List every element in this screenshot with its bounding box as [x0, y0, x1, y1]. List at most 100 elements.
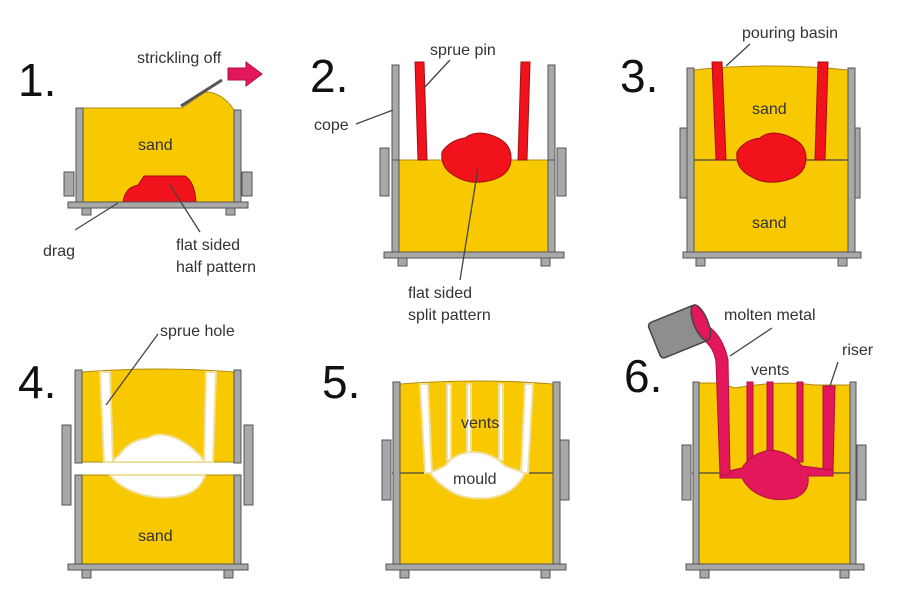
label-pouring-basin: pouring basin	[742, 25, 838, 42]
label-sprue-pin: sprue pin	[430, 42, 496, 59]
strickle-bar	[180, 78, 223, 108]
leader-line	[423, 59, 451, 89]
split-pattern	[441, 132, 512, 183]
clamp-right	[556, 147, 567, 197]
step-number: 6.	[624, 350, 662, 402]
base-plate	[383, 251, 565, 259]
leader-line	[355, 109, 394, 125]
arrow-right-icon	[227, 61, 263, 87]
sprue-pin-left	[711, 61, 727, 161]
label-sand: sand	[138, 137, 173, 154]
foot	[223, 569, 234, 579]
step-2: 2. sprue pin cope flat sided split patte…	[310, 42, 567, 324]
drag-wall-right	[233, 474, 242, 566]
step-5: 5. vents mould	[322, 356, 570, 579]
label-half-pattern: half pattern	[176, 259, 256, 276]
vent	[446, 383, 452, 461]
base-plate	[682, 251, 862, 259]
base-plate	[67, 563, 249, 571]
step-1: 1. strickling off sand drag flat sided h…	[18, 50, 263, 276]
drag-wall-right	[547, 159, 556, 254]
flask-wall-right	[552, 381, 561, 567]
sprue-hole-right	[202, 371, 218, 463]
label-vents: vents	[751, 362, 789, 379]
vent-filled	[766, 381, 774, 459]
label-strickling-off: strickling off	[137, 50, 222, 67]
clamp-left	[379, 147, 390, 197]
cope-cavity	[109, 433, 207, 463]
clamp-left	[63, 171, 75, 197]
vent	[498, 383, 504, 461]
step-6: 6. molten metal vents riser	[624, 304, 874, 579]
split-pattern	[736, 132, 807, 183]
leader-line	[725, 43, 751, 67]
base-plate	[67, 201, 249, 209]
label-sand: sand	[138, 528, 173, 545]
ladle-icon	[647, 304, 712, 359]
flask-wall-left	[686, 67, 695, 255]
label-split-pattern: split pattern	[408, 307, 491, 324]
label-flat-sided: flat sided	[408, 285, 472, 302]
flask-wall-left	[75, 107, 84, 205]
label-sand-drag: sand	[752, 215, 787, 232]
cope-wall-left	[74, 369, 83, 464]
ladle-mouth	[690, 304, 712, 342]
flask-wall-right	[233, 109, 242, 205]
clamp-left	[681, 444, 692, 501]
foot	[695, 257, 706, 267]
leader-line	[169, 184, 201, 233]
step-number: 3.	[620, 50, 658, 102]
sprue-pin-right	[517, 61, 531, 161]
drag-wall-left	[74, 474, 83, 566]
cope-wall-right	[547, 64, 556, 162]
riser-filled	[822, 385, 836, 474]
step-number: 4.	[18, 356, 56, 408]
label-mould: mould	[453, 471, 497, 488]
base-plate	[685, 563, 865, 571]
mould-cavity	[428, 450, 527, 500]
foot	[225, 207, 236, 216]
clamp-left	[381, 439, 392, 501]
leader-line	[829, 361, 839, 387]
label-drag: drag	[43, 243, 75, 260]
foot	[839, 569, 850, 579]
leader-line	[459, 167, 479, 281]
label-riser: riser	[842, 342, 874, 359]
label-sprue-hole: sprue hole	[160, 323, 235, 340]
flask-wall-right	[849, 381, 857, 567]
cope-wall-left	[391, 64, 400, 162]
step-number: 2.	[310, 50, 348, 102]
riser-hole	[519, 383, 535, 474]
step-number: 1.	[18, 54, 56, 106]
leader-line	[74, 202, 119, 231]
vent-filled	[746, 381, 754, 463]
label-flat-sided: flat sided	[176, 237, 240, 254]
drag-wall-left	[391, 159, 400, 254]
clamp-right	[559, 439, 570, 501]
clamp-right	[241, 171, 253, 197]
label-sand-cope: sand	[752, 101, 787, 118]
foot	[81, 207, 92, 216]
casting-filled	[719, 449, 834, 501]
sprue-pin-right	[814, 61, 829, 161]
leader-line	[105, 333, 159, 406]
sprue-pin-left	[414, 61, 428, 161]
step-3: 3. pouring basin sand sand	[620, 25, 862, 267]
label-cope: cope	[314, 117, 349, 134]
label-molten-metal: molten metal	[724, 307, 816, 324]
foot	[540, 569, 551, 579]
foot	[540, 257, 551, 267]
flask-wall-right	[847, 67, 856, 255]
clamp-left	[61, 424, 72, 506]
drag-cavity	[107, 474, 207, 499]
label-vents: vents	[461, 415, 499, 432]
clamp-right	[243, 424, 254, 506]
foot	[837, 257, 848, 267]
cope-wall-right	[233, 369, 242, 464]
flask-wall-left	[692, 381, 700, 567]
flask-wall-left	[392, 381, 401, 567]
foot	[81, 569, 92, 579]
step-number: 5.	[322, 356, 360, 408]
